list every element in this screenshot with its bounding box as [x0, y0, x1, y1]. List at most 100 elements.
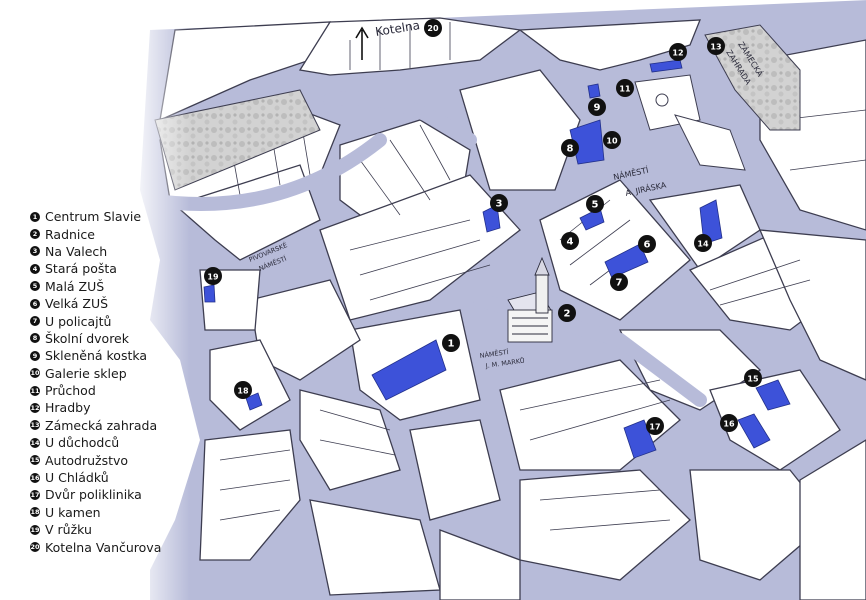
building-velka-zus	[604, 243, 649, 279]
marker-circle	[424, 19, 442, 37]
map-marker-14[interactable]: 14	[694, 234, 712, 252]
legend-number-badge: 7	[30, 316, 40, 327]
legend-label: U důchodců	[45, 435, 120, 451]
building-skleneny-kostka	[587, 83, 601, 99]
marker-circle	[603, 131, 621, 149]
map-marker-8[interactable]: 8	[561, 139, 579, 157]
marker-number: 12	[672, 49, 683, 58]
highlight-buildings	[203, 59, 791, 459]
marker-circle	[610, 273, 628, 291]
building-hradby	[649, 59, 683, 73]
map-marker-7[interactable]: 7	[610, 273, 628, 291]
marker-circle	[586, 195, 604, 213]
marker-number: 10	[606, 137, 618, 146]
legend-item: 15 Autodružstvo	[30, 451, 230, 468]
map-fade	[130, 0, 190, 600]
legend-label: Autodružstvo	[45, 452, 129, 468]
legend-number-badge: 5	[30, 281, 40, 292]
church-outline	[634, 74, 746, 171]
map-marker-5[interactable]: 5	[586, 195, 604, 213]
legend-number-badge: 1	[30, 211, 40, 222]
legend-number-badge: 10	[30, 368, 40, 379]
map-marker-10[interactable]: 10	[603, 131, 621, 149]
marker-number: 5	[592, 200, 599, 211]
legend-label: Velká ZUŠ	[45, 296, 109, 312]
map-marker-19[interactable]: 19	[204, 267, 222, 285]
map-marker-1[interactable]: 1	[442, 334, 460, 352]
legend-label: Dvůr poliklinika	[45, 487, 142, 503]
map-marker-15[interactable]: 15	[744, 369, 762, 387]
marker-circle	[234, 381, 252, 399]
legend-item: 17 Dvůr poliklinika	[30, 486, 230, 503]
building-v-ruzku	[203, 284, 216, 303]
marker-circle	[561, 139, 579, 157]
marker-circle	[638, 235, 656, 253]
marker-circle	[442, 334, 460, 352]
marker-circle	[646, 417, 664, 435]
building-centrum-slavie	[371, 339, 447, 401]
city-blocks	[159, 17, 866, 600]
building-u-chladku	[737, 413, 771, 449]
map-marker-6[interactable]: 6	[638, 235, 656, 253]
park-zamecka-zahrada	[704, 24, 801, 131]
map-marker-2[interactable]: 2	[558, 304, 576, 322]
town-hall-illustration	[507, 256, 553, 343]
legend-label: Skleněná kostka	[45, 348, 148, 364]
marker-circle	[588, 98, 606, 116]
parcel-lines	[219, 22, 866, 531]
legend-number-badge: 2	[30, 229, 40, 240]
legend-label: Stará pošta	[45, 261, 117, 277]
legend-number-badge: 9	[30, 350, 40, 361]
marker-number: 18	[237, 387, 249, 396]
map-marker-11[interactable]: 11	[616, 79, 634, 97]
building-u-kamen	[245, 392, 263, 411]
legend-label: Na Valech	[45, 243, 108, 259]
marker-number: 4	[567, 237, 574, 248]
map-marker-13[interactable]: 13	[707, 37, 725, 55]
marker-circle	[720, 414, 738, 432]
legend-label: U kamen	[45, 504, 101, 520]
map-marker-9[interactable]: 9	[588, 98, 606, 116]
label-kotelna: Kotelna	[374, 18, 421, 39]
map-marker-18[interactable]: 18	[234, 381, 252, 399]
marker-circle	[490, 194, 508, 212]
map-marker-3[interactable]: 3	[490, 194, 508, 212]
marker-circle	[694, 234, 712, 252]
legend-number-badge: 15	[30, 455, 40, 466]
marker-number: 19	[207, 273, 219, 282]
marker-number: 16	[723, 420, 735, 429]
legend-number-badge: 17	[30, 489, 40, 500]
marker-number: 8	[567, 144, 574, 155]
map-marker-16[interactable]: 16	[720, 414, 738, 432]
marker-number: 6	[644, 240, 651, 251]
legend-number-badge: 14	[30, 437, 40, 448]
building-autodruzstvo	[755, 379, 791, 411]
legend-item: 5 Malá ZUŠ	[30, 278, 230, 295]
legend-label: Školní dvorek	[45, 330, 129, 346]
legend-label: V růžku	[45, 522, 92, 538]
map-marker-12[interactable]: 12	[669, 43, 687, 61]
marker-number: 11	[619, 85, 631, 94]
legend-label: Hradby	[45, 400, 91, 416]
legend-label: Zámecká zahrada	[45, 417, 158, 433]
legend-number-badge: 6	[30, 298, 40, 309]
map-marker-17[interactable]: 17	[646, 417, 664, 435]
map-marker-4[interactable]: 4	[561, 232, 579, 250]
map-marker-20[interactable]: 20	[424, 19, 442, 37]
legend-number-badge: 13	[30, 420, 40, 431]
marker-number: 2	[564, 309, 571, 320]
legend-label: Malá ZUŠ	[45, 278, 105, 294]
